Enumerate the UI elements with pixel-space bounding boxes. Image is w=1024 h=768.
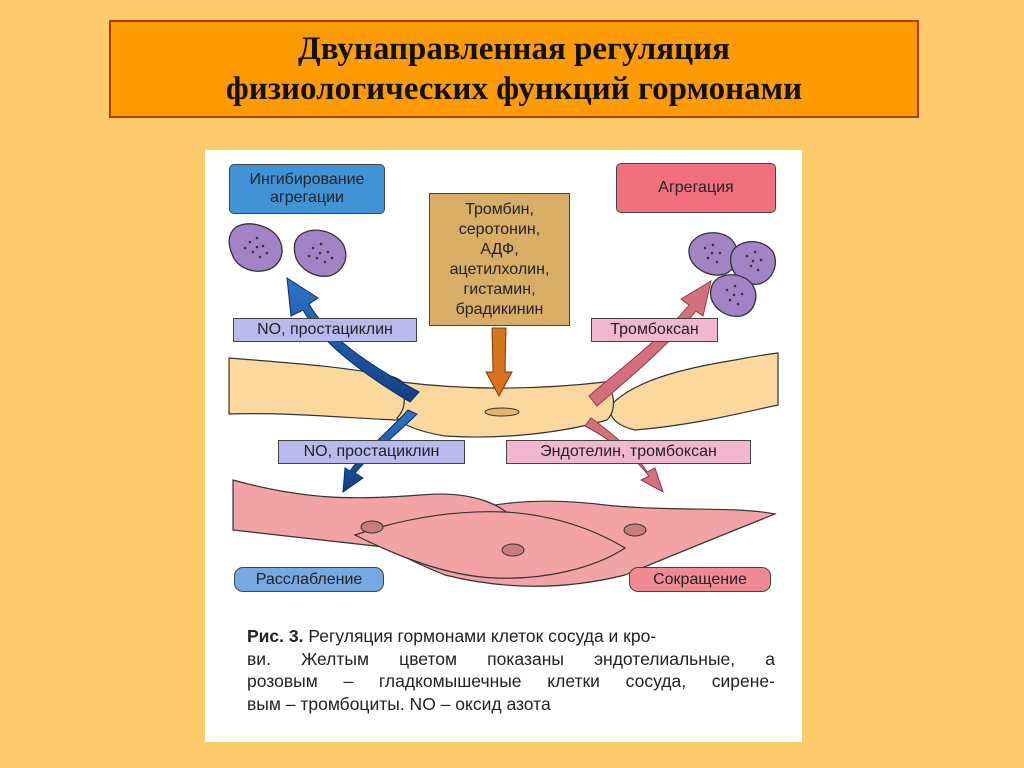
smooth-muscle-nucleus-1 [360,520,384,534]
caption-line-2: ви. Желтым цветом показаны эндотелиальны… [247,648,775,669]
caption-line-3: розовым – гладкомышечные клетки сосуда, … [247,671,775,691]
label-contraction-text: Сокращение [653,570,747,588]
mediator-1: Тромбин, [465,200,534,218]
figure-panel: Ингибирование агрегации Агрегация Тромби… [205,150,802,742]
arrow-no-prostacyclin-up [286,277,420,403]
label-endothelin-thromboxane-text: Эндотелин, тромбоксан [540,443,717,460]
arrow-endothelin-thromboxane-down [584,417,664,494]
label-mediators: Тромбин, серотонин, АДФ, ацетилхолин, ги… [429,193,570,326]
smooth-muscle-nucleus-2 [501,543,525,557]
label-contraction: Сокращение [629,567,771,592]
platelets [228,223,776,317]
label-relaxation: Расслабление [234,567,384,592]
platelet-right-1 [688,232,739,276]
endothelial-cell-left [228,357,412,421]
arrows [286,277,712,494]
smooth-muscle-cell-middle [353,511,627,579]
label-no-prostacyclin-upper: NO, простациклин [233,318,417,342]
mediator-6: брадикинин [455,300,544,318]
mediator-5: гистамин, [463,280,536,298]
label-thromboxane-text: Тромбоксан [610,321,699,338]
platelet-granules [243,236,763,306]
label-aggregation: Агрегация [616,163,776,213]
arrow-thromboxane-up [588,279,712,407]
endothelial-layer [228,352,779,438]
label-aggregation-inhibition: Ингибирование агрегации [229,164,385,214]
figure-caption: Рис. 3. Регуляция гормонами клеток сосуд… [247,625,775,715]
title-line-1: Двунаправленная регуляция [298,31,730,67]
caption-line-4: вым – тромбоциты. NO – оксид азота [247,693,551,714]
label-no-prostacyclin-lower-text: NO, простациклин [303,443,440,460]
arrow-mediators-down [485,327,513,398]
caption-prefix: Рис. 3. [247,626,304,646]
platelet-right-2 [729,241,776,285]
label-no-prostacyclin-lower: NO, простациклин [278,440,465,464]
mediator-2: серотонин, [458,220,541,238]
label-aggregation-inhibition-line1: Ингибирование [249,171,365,188]
label-relaxation-text: Расслабление [255,570,363,588]
label-no-prostacyclin-upper-text: NO, простациклин [257,321,393,338]
label-aggregation-text: Агрегация [658,179,734,196]
label-aggregation-inhibition-line2: агрегации [270,189,344,206]
caption-line-1: Рис. 3. Регуляция гормонами клеток сосуд… [247,625,775,648]
diagram-graphics [228,223,779,587]
endothelial-nucleus [484,407,520,417]
smooth-muscle-nucleus-3 [623,523,647,537]
caption-line-1-text: Регуляция гормонами клеток сосуда и кро- [303,626,657,646]
label-endothelin-thromboxane: Эндотелин, тромбоксан [506,440,751,464]
title-box: Двунаправленная регуляция физиологически… [109,20,919,118]
platelet-left-1 [228,223,283,272]
label-thromboxane: Тромбоксан [591,318,718,342]
title-line-2: физиологических функций гормонами [225,71,803,107]
mediator-4: ацетилхолин, [449,260,550,278]
endothelial-cell-right [609,352,779,431]
arrow-no-prostacyclin-down [342,409,418,494]
mediator-3: АДФ, [480,240,519,258]
smooth-muscle-layer [232,479,778,587]
